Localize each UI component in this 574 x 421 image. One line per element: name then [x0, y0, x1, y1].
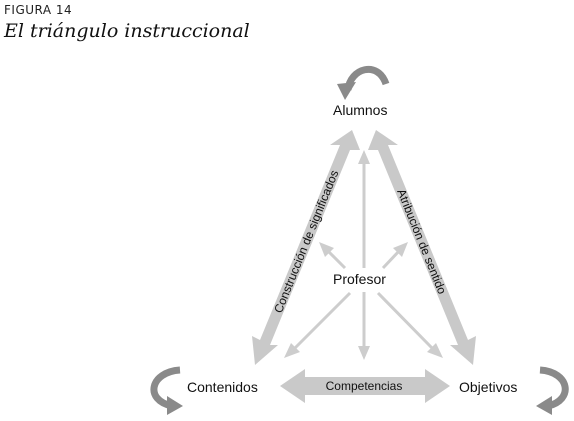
- node-contenidos: Contenidos: [187, 379, 258, 395]
- self-loop-objetivos: [536, 366, 569, 415]
- edge-label-bottom: Competencias: [326, 379, 403, 393]
- self-loop-alumnos: [337, 65, 390, 100]
- arrow-professor-to-alumnos: [358, 150, 370, 268]
- arrow-professor-down: [358, 292, 370, 360]
- professor-arrows: [284, 150, 443, 360]
- edge-label-left: Construcción de significados: [271, 168, 341, 315]
- arrow-professor-to-objetivos: [376, 291, 443, 358]
- node-objetivos: Objetivos: [459, 379, 518, 395]
- edge-left-thick-arrow: [252, 130, 360, 365]
- arrow-professor-up-right: [381, 242, 408, 270]
- figure-number: FIGURA 14: [4, 3, 73, 17]
- edge-right-thick-arrow: [368, 130, 476, 365]
- self-loop-contenidos: [150, 366, 183, 415]
- edge-label-right: Atribución de sentido: [394, 187, 449, 296]
- figure-title: El triángulo instruccional: [4, 20, 250, 42]
- arrow-professor-to-contenidos: [284, 291, 352, 358]
- node-alumnos: Alumnos: [333, 102, 388, 118]
- arrow-professor-up-left: [319, 242, 347, 270]
- node-profesor: Profesor: [333, 271, 386, 287]
- edge-bottom-thick-arrow: [280, 369, 450, 403]
